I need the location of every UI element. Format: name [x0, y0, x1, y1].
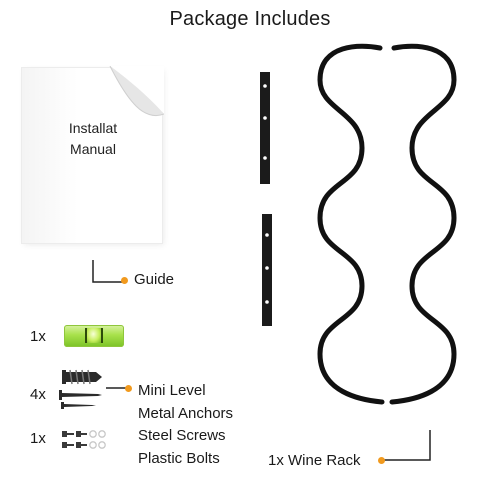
anchor-screw-icon — [59, 369, 102, 409]
wine-rack-dot — [378, 457, 385, 464]
guide-dot — [121, 277, 128, 284]
parts-leader-line — [106, 387, 126, 389]
manual-line-1: Installat — [68, 120, 118, 136]
guide-leader-line — [92, 260, 122, 283]
parts-dot — [125, 385, 132, 392]
wine-rack-icon — [317, 43, 457, 405]
page-title: Package Includes — [169, 8, 331, 30]
page-curl-icon — [109, 66, 164, 117]
wine-rack-leader-line — [384, 430, 431, 461]
level-quantity: 1x — [30, 328, 46, 345]
manual-line-2: Manual — [70, 141, 116, 157]
bolt-icon — [62, 430, 106, 449]
wall-bracket-icon — [260, 72, 272, 326]
parts-list-item: Plastic Bolts — [138, 449, 220, 467]
parts-list-item: Steel Screws — [138, 427, 226, 444]
parts-list: Mini Level Metal Anchors Steel Screws Pl… — [138, 380, 233, 470]
parts-list-item: Mini Level — [138, 382, 206, 399]
manual-title: Installat Manual — [28, 118, 158, 160]
small-parts-quantity: 1x — [30, 430, 46, 447]
parts-list-item: Metal Anchors — [138, 404, 234, 422]
wine-rack-label: 1x Wine Rack — [268, 452, 361, 469]
level-bubble — [85, 328, 103, 343]
guide-label: Guide — [134, 271, 175, 288]
anchors-quantity: 4x — [30, 386, 46, 403]
